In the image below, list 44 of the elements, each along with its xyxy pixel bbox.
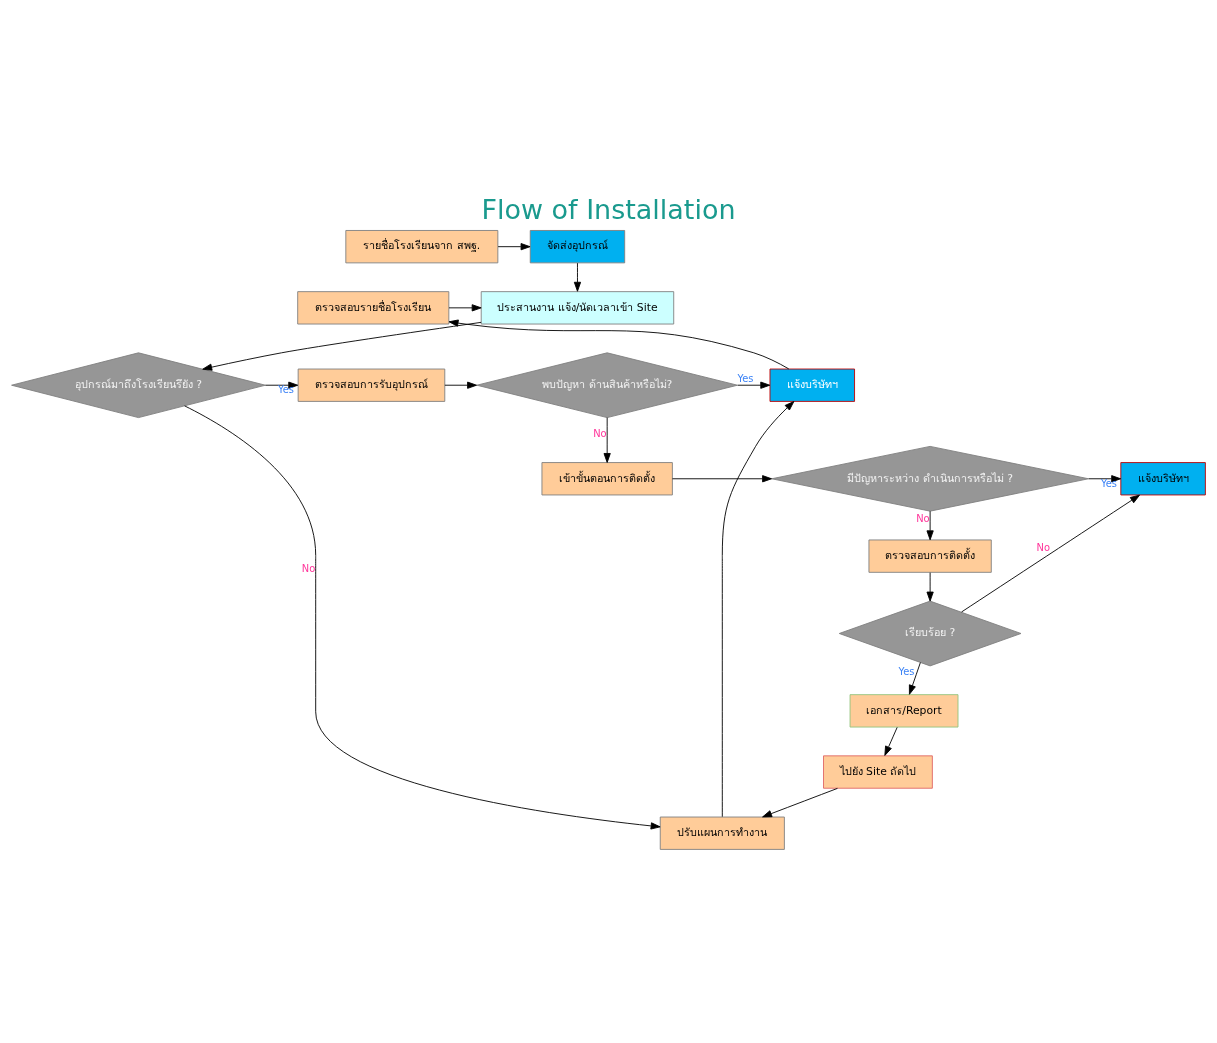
edge-label: No (1036, 541, 1050, 553)
node-box: เอกสาร/Report (849, 694, 959, 728)
node-diamond: อุปกรณ์มาถึงโรงเรียนรึยัง ? (11, 352, 266, 419)
arrow (444, 381, 478, 389)
node-box: ตรวจสอบรายชื่อโรงเรียน (297, 291, 450, 325)
node-box: ตรวจสอบการติดตั้ง (868, 539, 992, 573)
node-box: แจ้งบริษัทฯ (769, 368, 855, 402)
arrow (448, 304, 482, 312)
edge-label: No (301, 562, 316, 574)
arrow (721, 401, 795, 818)
arrow (448, 319, 790, 370)
arrow (908, 662, 921, 695)
arrow (573, 262, 582, 292)
arrow (961, 494, 1140, 613)
node-box: แจ้งบริษัทฯ (1120, 462, 1206, 496)
arrow (926, 510, 934, 541)
node-box: ปรับแผนการทำงาน (659, 816, 785, 850)
node-box: ประสานงาน แจ้ง/นัดเวลาเข้า Site (480, 291, 675, 325)
arrow (1088, 475, 1122, 483)
edge-label: No (916, 513, 930, 525)
edge-label: No (593, 427, 607, 439)
arrow (202, 321, 482, 371)
arrow (737, 381, 771, 389)
node-box: จัดส่งอุปกรณ์ (529, 230, 626, 264)
diagram-title: Flow of Installation (481, 193, 736, 225)
arrow (184, 405, 661, 830)
arrow (265, 381, 299, 389)
node-box: รายชื่อโรงเรียนจาก สพฐ. (345, 230, 499, 264)
node-box: เข้าขั้นตอนการติดตั้ง (541, 462, 673, 496)
edge-label: Yes (737, 373, 754, 385)
arrow (672, 475, 773, 483)
arrow (603, 417, 611, 463)
arrow (762, 787, 838, 818)
node-diamond: พบปัญหา ด้านสินค้าหรือไม่? (476, 352, 738, 419)
arrow (926, 572, 934, 602)
node-diamond: เรียบร้อย ? (838, 600, 1022, 667)
edge-label: Yes (898, 666, 915, 678)
node-box: ตรวจสอบการรับอุปกรณ์ (297, 368, 446, 402)
node-diamond: มีปัญหาระหว่าง ดำเนินการหรือไม่ ? (771, 445, 1089, 512)
arrow (884, 726, 898, 756)
arrow (497, 243, 531, 251)
edge-label: Yes (278, 384, 295, 396)
node-box: ไปยัง Site ถัดไป (823, 755, 933, 789)
edge-label: Yes (1100, 477, 1117, 489)
